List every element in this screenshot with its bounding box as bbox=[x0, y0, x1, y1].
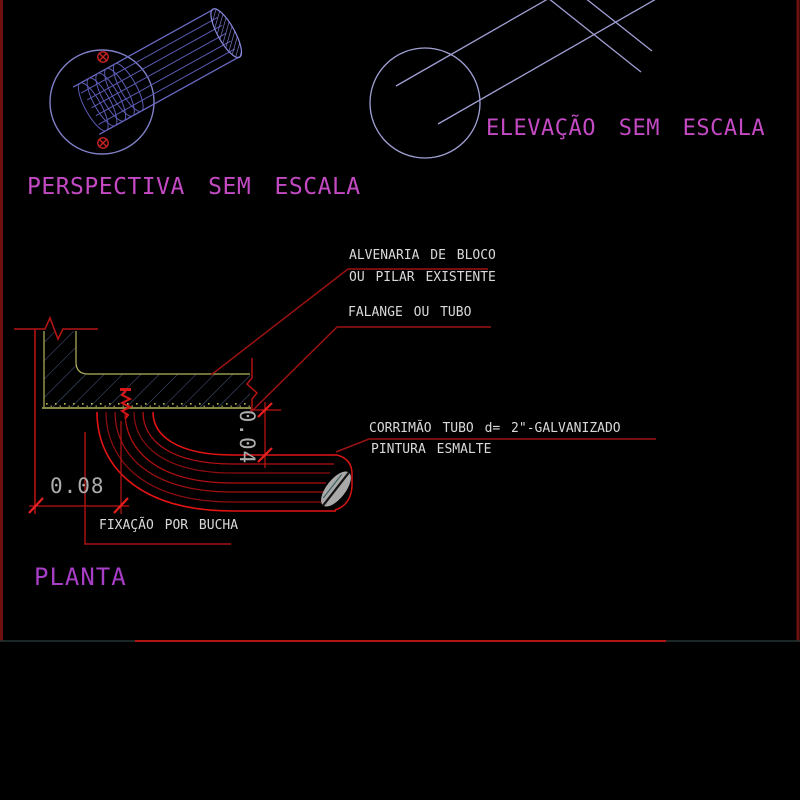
pipe-break-mark bbox=[549, 0, 642, 73]
pipe-break-mark bbox=[586, 0, 653, 52]
flange-screw-bottom-icon bbox=[97, 137, 109, 149]
mortar-stipple bbox=[44, 401, 250, 409]
annotation-falange: FALANGE OU TUBO bbox=[348, 305, 472, 320]
tube-end-cap bbox=[210, 8, 243, 59]
dim-tick bbox=[28, 497, 44, 514]
annotation-leaders bbox=[84, 268, 656, 545]
leader-alvenaria bbox=[210, 268, 488, 376]
flange-plate-circle bbox=[49, 49, 155, 155]
leader-corrimao bbox=[335, 438, 656, 453]
plan-view-title: PLANTA bbox=[34, 563, 127, 591]
tube-wireframe bbox=[72, 8, 243, 135]
tube-edge-upper bbox=[395, 0, 548, 87]
annotation-corrimao-line2: PINTURA ESMALTE bbox=[371, 442, 492, 457]
dim-tick bbox=[113, 497, 129, 514]
plan-detail bbox=[14, 268, 656, 545]
elevation-view-title: ELEVAÇÃO SEM ESCALA bbox=[486, 116, 766, 141]
leader-falange bbox=[251, 326, 491, 412]
dim-tick bbox=[257, 447, 273, 463]
wall-anchor-bucha-icon bbox=[119, 388, 133, 420]
wall-hatch bbox=[44, 331, 250, 407]
handrail-tube bbox=[96, 411, 353, 512]
wall-face-lines bbox=[42, 331, 251, 409]
annotation-alvenaria-line1: ALVENARIA DE BLOCO bbox=[349, 248, 496, 263]
elevation-view bbox=[369, 0, 656, 159]
dimension-004 bbox=[253, 402, 281, 468]
tube-end-outline bbox=[334, 454, 353, 511]
tube-edge-lower bbox=[437, 0, 656, 125]
perspective-view-title: PERSPECTIVA SEM ESCALA bbox=[27, 174, 361, 200]
perspective-view bbox=[49, 8, 243, 155]
annotation-alvenaria-line2: OU PILAR EXISTENTE bbox=[349, 270, 496, 285]
dim-tick bbox=[257, 402, 273, 418]
dimension-008 bbox=[28, 421, 129, 514]
dimension-text-008: 0.08 bbox=[50, 474, 105, 498]
tube-end-cap-plan bbox=[321, 471, 351, 507]
annotation-corrimao-line1: CORRIMÃO TUBO d= 2"-GALVANIZADO bbox=[369, 421, 621, 436]
wall-break-top bbox=[14, 315, 98, 341]
flange-screw-top-icon bbox=[97, 51, 109, 63]
flange-plate-circle-elevation bbox=[369, 47, 481, 159]
leader-fixacao bbox=[84, 432, 231, 545]
annotation-fixacao: FIXAÇÃO POR BUCHA bbox=[99, 518, 239, 533]
dimension-text-004: 0.04 bbox=[235, 409, 259, 465]
wall-break-right bbox=[246, 358, 258, 413]
sheet-border bbox=[0, 0, 800, 642]
